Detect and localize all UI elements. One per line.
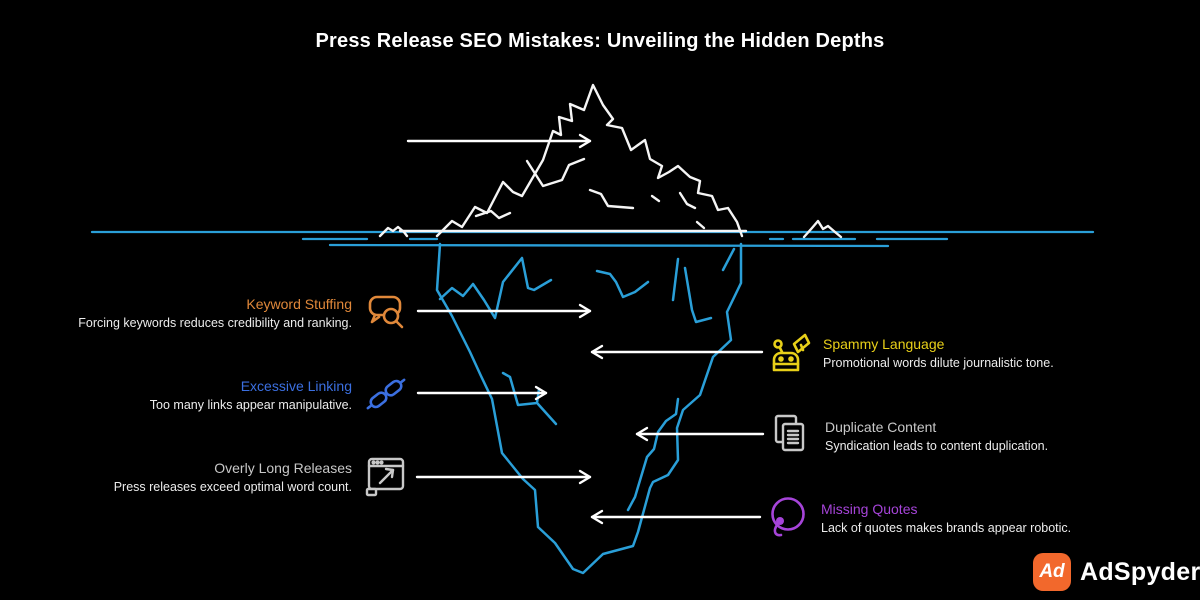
item-duplicate-content: Duplicate Content Syndication leads to c…	[768, 414, 1049, 458]
iceberg-underwater	[435, 242, 743, 575]
item-title: Excessive Linking	[240, 378, 352, 394]
item-description: Too many links appear manipulative.	[149, 398, 352, 412]
item-overly-long-releases: Overly Long Releases Press releases exce…	[60, 457, 409, 499]
item-missing-quotes: Missing Quotes Lack of quotes makes bran…	[764, 497, 1072, 540]
duplicate-documents-icon	[768, 412, 814, 458]
item-description: Syndication leads to content duplication…	[825, 439, 1049, 453]
item-description: Lack of quotes makes brands appear robot…	[821, 521, 1072, 535]
item-excessive-linking: Excessive Linking Too many links appear …	[60, 378, 409, 417]
adspyder-logo: Ad AdSpyder	[1033, 553, 1200, 591]
expand-window-icon	[363, 453, 409, 499]
item-keyword-stuffing: Keyword Stuffing Forcing keywords reduce…	[60, 295, 409, 335]
robot-megaphone-icon	[766, 329, 812, 375]
item-title: Spammy Language	[823, 336, 945, 352]
iceberg-above-water	[378, 83, 843, 239]
item-title: Missing Quotes	[821, 501, 918, 517]
quote-bubble-icon	[764, 494, 810, 540]
page-title: Press Release SEO Mistakes: Unveiling th…	[315, 30, 885, 52]
adspyder-logo-icon: Ad	[1033, 553, 1071, 591]
item-title: Keyword Stuffing	[246, 296, 352, 312]
waterline	[90, 230, 1095, 248]
item-title: Overly Long Releases	[214, 460, 352, 476]
item-description: Forcing keywords reduces credibility and…	[78, 316, 352, 330]
chain-link-icon	[363, 371, 409, 417]
connector-arrows	[406, 133, 765, 525]
item-description: Promotional words dilute journalistic to…	[823, 356, 1054, 370]
item-description: Press releases exceed optimal word count…	[113, 480, 352, 494]
item-spammy-language: Spammy Language Promotional words dilute…	[766, 333, 1054, 375]
speech-bubble-search-icon	[363, 289, 409, 335]
item-title: Duplicate Content	[825, 419, 937, 435]
adspyder-logo-text: AdSpyder	[1080, 557, 1200, 586]
